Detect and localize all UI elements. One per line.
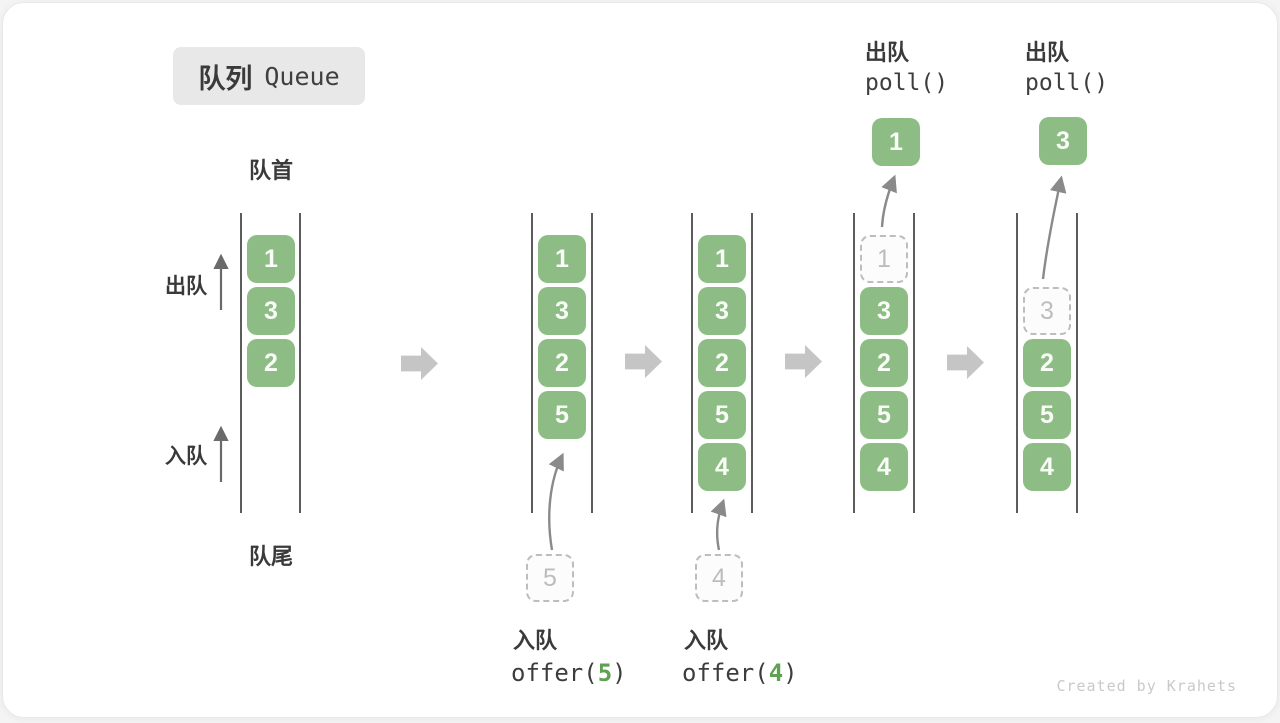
title-en: Queue xyxy=(264,61,340,91)
queue-2-walls xyxy=(531,213,593,513)
queue-2-cell: 5 xyxy=(538,391,586,439)
queue-2-cell: 1 xyxy=(538,235,586,283)
queue-5-cell: 5 xyxy=(1023,391,1071,439)
queue-3-cell: 2 xyxy=(698,339,746,387)
transition-arrow-icon xyxy=(947,346,984,379)
code-offer-4-arg: 4 xyxy=(768,659,784,687)
queue-5-walls xyxy=(1016,213,1078,513)
code-offer-5: offer(5) xyxy=(511,659,627,687)
queue-4-cell: 5 xyxy=(860,391,908,439)
queue-4-cell: 3 xyxy=(860,287,908,335)
queue-4-cell: 2 xyxy=(860,339,908,387)
title-zh: 队列 xyxy=(198,63,253,94)
queue-1-cell: 1 xyxy=(247,235,295,283)
queue-5-removed-ghost-cell: 3 xyxy=(1023,287,1071,335)
code-offer-4-pre: offer( xyxy=(682,659,769,687)
queue-1-cell: 2 xyxy=(247,339,295,387)
queue-4-cell: 4 xyxy=(860,443,908,491)
transition-arrow-icon xyxy=(401,347,438,380)
code-offer-5-arg: 5 xyxy=(597,659,613,687)
queue-1-cell: 3 xyxy=(247,287,295,335)
queue-3-cell: 5 xyxy=(698,391,746,439)
label-dequeue-op-3: 出队 xyxy=(1025,40,1070,65)
code-offer-5-pre: offer( xyxy=(511,659,598,687)
queue-1-walls xyxy=(240,213,301,513)
queue-3-cell: 1 xyxy=(698,235,746,283)
queue-3-walls xyxy=(691,213,753,513)
title-box: 队列 Queue xyxy=(173,47,365,105)
label-enqueue-side: 入队 xyxy=(165,445,207,468)
code-offer-4: offer(4) xyxy=(682,659,798,687)
code-poll-3: poll() xyxy=(1025,70,1109,96)
queue-3-incoming-ghost-cell: 4 xyxy=(695,554,743,602)
queue-4-polled-cell: 1 xyxy=(872,118,920,166)
queue-5-polled-cell: 3 xyxy=(1039,117,1087,165)
queue-3-cell: 4 xyxy=(698,443,746,491)
queue-5-cell: 2 xyxy=(1023,339,1071,387)
label-enqueue-op-5: 入队 xyxy=(513,628,558,653)
transition-arrow-icon xyxy=(625,345,662,378)
queue-2-cell: 2 xyxy=(538,339,586,387)
label-queue-front: 队首 xyxy=(248,158,293,183)
code-offer-4-post: ) xyxy=(783,659,798,687)
queue-2-incoming-ghost-cell: 5 xyxy=(526,554,574,602)
label-dequeue-side: 出队 xyxy=(165,275,207,298)
label-dequeue-op-1: 出队 xyxy=(865,40,910,65)
transition-arrow-icon xyxy=(785,345,822,378)
label-queue-rear: 队尾 xyxy=(248,544,293,569)
watermark: Created by Krahets xyxy=(1056,677,1237,695)
queue-4-walls xyxy=(853,213,915,513)
queue-5-cell: 4 xyxy=(1023,443,1071,491)
code-offer-5-post: ) xyxy=(612,659,627,687)
label-enqueue-op-4: 入队 xyxy=(684,628,729,653)
queue-2-cell: 3 xyxy=(538,287,586,335)
queue-4-removed-ghost-cell: 1 xyxy=(860,235,908,283)
queue-3-cell: 3 xyxy=(698,287,746,335)
code-poll-1: poll() xyxy=(865,70,949,96)
